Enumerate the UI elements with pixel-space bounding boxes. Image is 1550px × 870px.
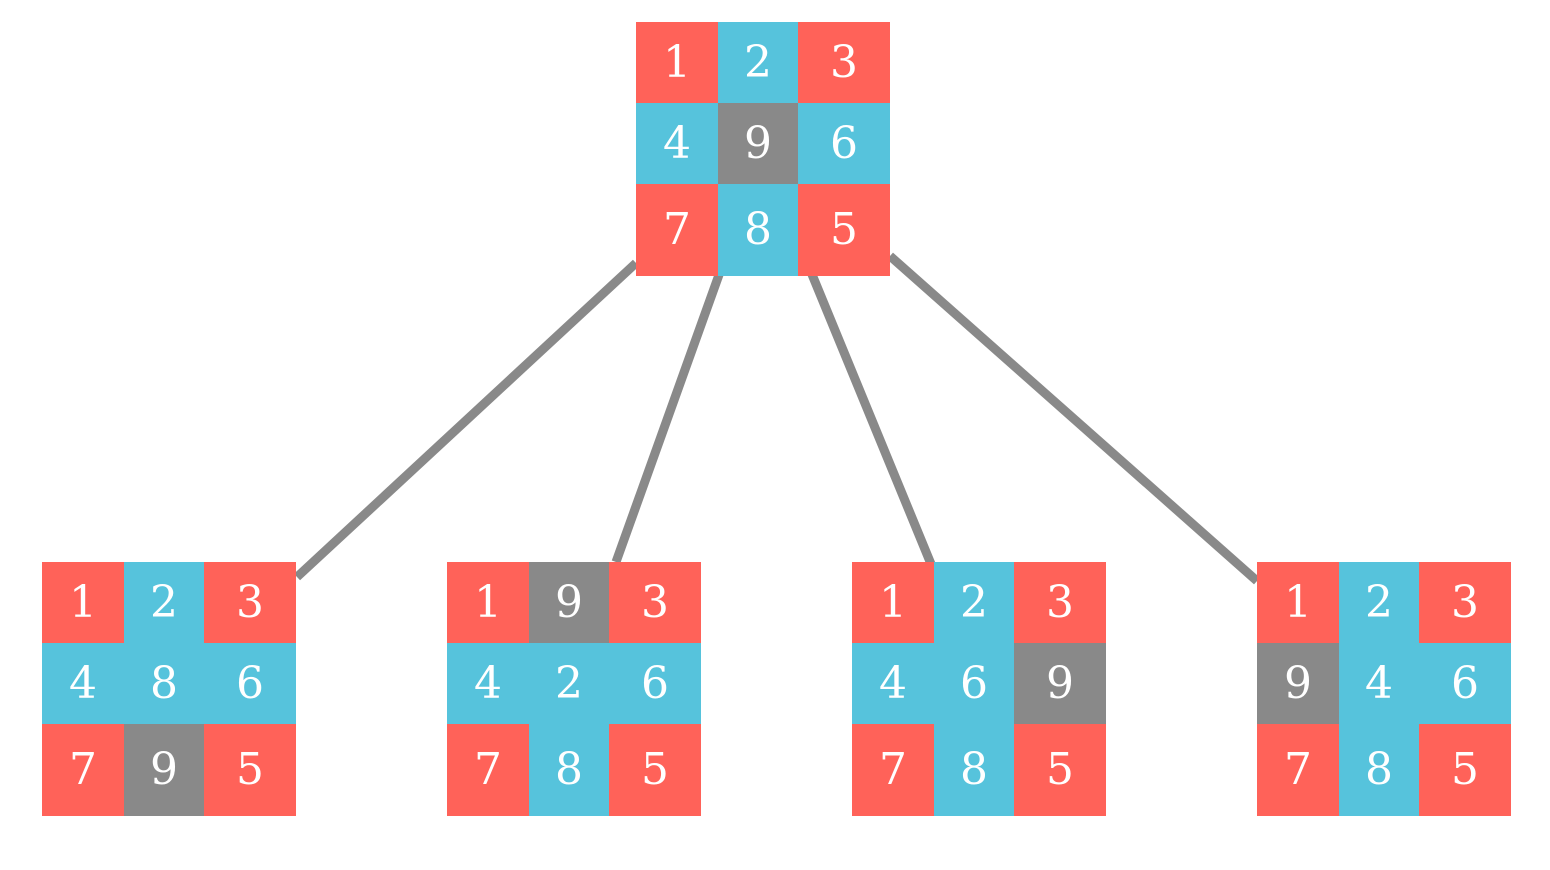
- tile-1: 1: [636, 22, 718, 103]
- tile-6: 6: [1419, 643, 1511, 724]
- tile-8: 8: [718, 184, 798, 276]
- tile-1: 1: [1257, 562, 1339, 643]
- tile-5: 5: [1014, 724, 1106, 816]
- tile-1: 1: [852, 562, 934, 643]
- tile-2: 2: [1339, 562, 1419, 643]
- tile-3: 3: [1419, 562, 1511, 643]
- tile-6: 6: [204, 643, 296, 724]
- tile-8: 8: [934, 724, 1014, 816]
- edge-root-to-child-1: [293, 259, 640, 581]
- tile-4: 4: [852, 643, 934, 724]
- tile-7: 7: [447, 724, 529, 816]
- tile-2: 2: [529, 643, 609, 724]
- blank-tile: 9: [1014, 643, 1106, 724]
- tile-1: 1: [42, 562, 124, 643]
- blank-tile: 9: [1257, 643, 1339, 724]
- tile-8: 8: [124, 643, 204, 724]
- tile-8: 8: [529, 724, 609, 816]
- tile-6: 6: [798, 103, 890, 184]
- tile-7: 7: [42, 724, 124, 816]
- tile-3: 3: [609, 562, 701, 643]
- tile-3: 3: [1014, 562, 1106, 643]
- tile-4: 4: [636, 103, 718, 184]
- tile-1: 1: [447, 562, 529, 643]
- tile-5: 5: [1419, 724, 1511, 816]
- tile-5: 5: [609, 724, 701, 816]
- tile-2: 2: [124, 562, 204, 643]
- tile-7: 7: [1257, 724, 1339, 816]
- edge-root-to-child-2: [611, 270, 725, 564]
- tile-8: 8: [1339, 724, 1419, 816]
- tile-3: 3: [204, 562, 296, 643]
- blank-tile: 9: [124, 724, 204, 816]
- tile-3: 3: [798, 22, 890, 103]
- tile-2: 2: [718, 22, 798, 103]
- tile-5: 5: [798, 184, 890, 276]
- tile-4: 4: [447, 643, 529, 724]
- edge-root-to-child-4: [887, 252, 1260, 585]
- tile-7: 7: [852, 724, 934, 816]
- tile-5: 5: [204, 724, 296, 816]
- tile-4: 4: [42, 643, 124, 724]
- tile-6: 6: [934, 643, 1014, 724]
- edge-root-to-child-3: [806, 270, 936, 566]
- blank-tile: 9: [718, 103, 798, 184]
- blank-tile: 9: [529, 562, 609, 643]
- tile-7: 7: [636, 184, 718, 276]
- tile-4: 4: [1339, 643, 1419, 724]
- tile-2: 2: [934, 562, 1014, 643]
- tile-6: 6: [609, 643, 701, 724]
